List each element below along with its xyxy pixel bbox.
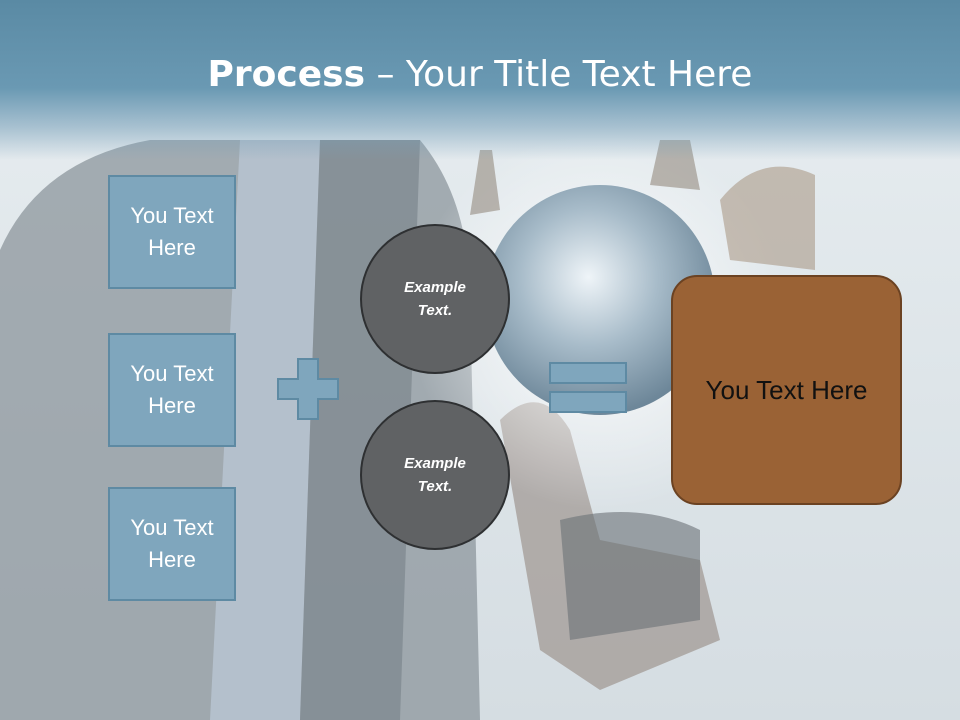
left-text-box-2: You Text Here xyxy=(108,333,236,447)
title-rest-part: – Your Title Text Here xyxy=(365,54,753,95)
example-circle-1: Example Text. xyxy=(360,224,510,374)
left-text-box-1: You Text Here xyxy=(108,175,236,289)
title-band xyxy=(0,0,960,160)
example-circle-2: Example Text. xyxy=(360,400,510,550)
title-bold-part: Process xyxy=(207,54,366,95)
equals-icon xyxy=(549,362,627,413)
result-text-box: You Text Here xyxy=(671,275,902,505)
slide-title: Process – Your Title Text Here xyxy=(0,52,960,98)
plus-icon xyxy=(277,358,339,420)
left-text-box-3: You Text Here xyxy=(108,487,236,601)
